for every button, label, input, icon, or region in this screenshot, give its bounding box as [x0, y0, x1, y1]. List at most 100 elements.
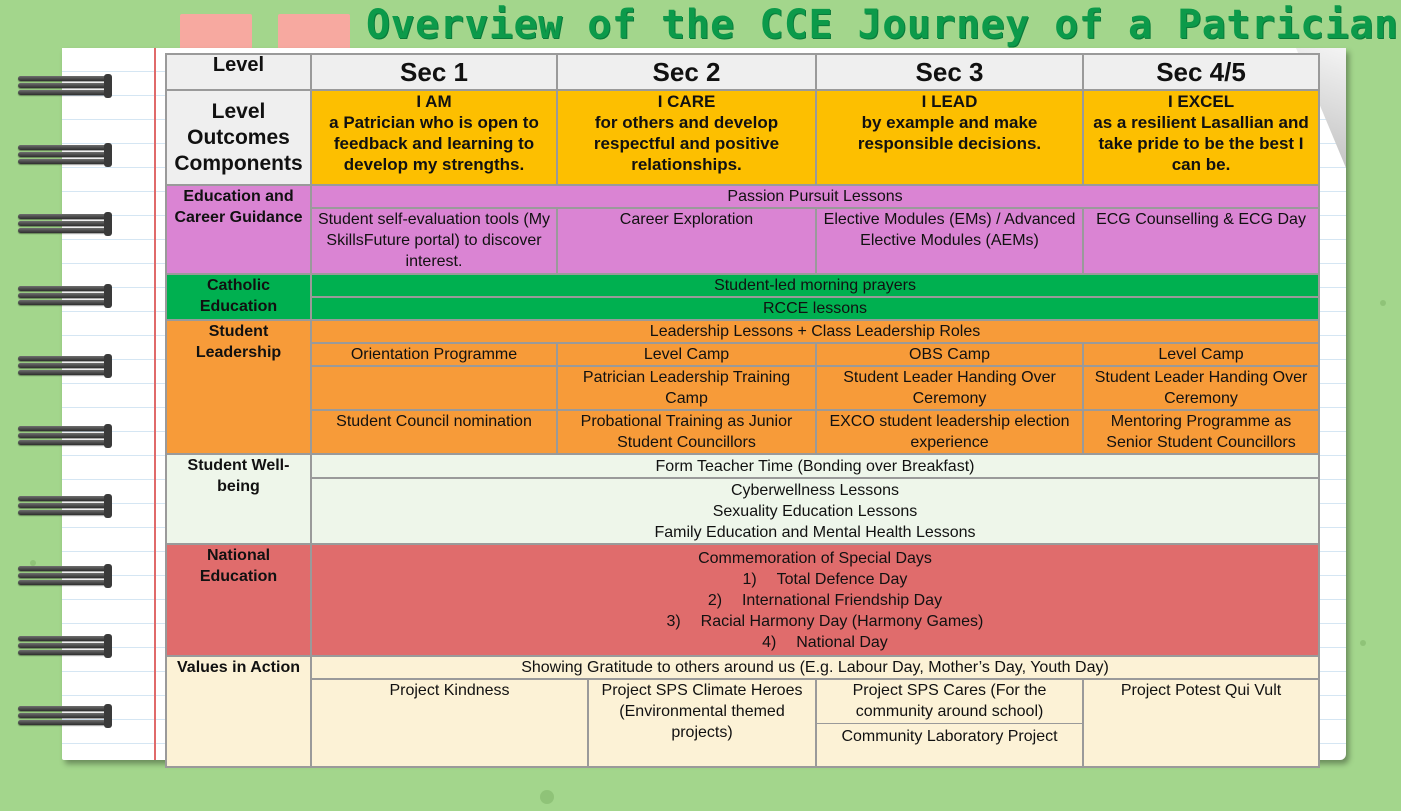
- values-climate-heroes: Project SPS Climate Heroes (Environmenta…: [586, 678, 818, 768]
- spiral-ring: [18, 564, 112, 588]
- background-dot: [540, 790, 554, 804]
- spiral-ring: [18, 74, 112, 98]
- wellbeing-row: Cyberwellness Lessons Sexuality Educatio…: [166, 477, 1321, 545]
- values-project-title: Community Laboratory Project: [841, 728, 1058, 745]
- outcome-text: for others and develop respectful and po…: [593, 113, 780, 174]
- values-sps-cares: Project SPS Cares (For the community aro…: [815, 678, 1085, 768]
- leadership-sec-3: OBS Camp: [815, 342, 1085, 367]
- outcome-heading: I AM: [416, 92, 452, 111]
- leadership-sec-45: Level Camp: [1082, 342, 1321, 367]
- ecg-sec-2: Career Exploration: [555, 207, 818, 275]
- leadership-sec-45: Mentoring Programme as Senior Student Co…: [1082, 409, 1321, 455]
- values-project-title: Project SPS Climate Heroes: [601, 682, 803, 699]
- ecg-sec-1: Student self-evaluation tools (My Skills…: [310, 207, 558, 275]
- outcomes-label: Level Outcomes Components: [165, 89, 312, 186]
- outcomes-row: Level Outcomes Components I AM a Patrici…: [165, 89, 1321, 186]
- pink-tab: [180, 14, 252, 50]
- pink-tab: [278, 14, 350, 50]
- outcome-sec-1: I AM a Patrician who is open to feedback…: [310, 89, 558, 186]
- catholic-row: Catholic Education Student-led morning p…: [165, 273, 1321, 321]
- values-row: Values in Action Showing Gratitude to ot…: [165, 655, 1321, 768]
- header-sec-1: Sec 1: [310, 53, 558, 91]
- ecg-span-cell: Passion Pursuit Lessons: [309, 184, 1321, 209]
- leadership-span-cell: Leadership Lessons + Class Leadership Ro…: [309, 319, 1321, 344]
- spiral-ring: [18, 212, 112, 236]
- leadership-label: Student Leadership: [165, 319, 312, 455]
- spiral-ring: [18, 494, 112, 518]
- wellbeing-ftt: Form Teacher Time (Bonding over Breakfas…: [309, 453, 1321, 479]
- header-sec-2: Sec 2: [555, 53, 818, 91]
- header-sec-45: Sec 4/5: [1082, 53, 1321, 91]
- ecg-sec-45: ECG Counselling & ECG Day: [1082, 207, 1321, 275]
- national-label: National Education: [165, 543, 312, 657]
- leadership-row: Patrician Leadership Training Camp Stude…: [166, 365, 1321, 411]
- spiral-ring: [18, 424, 112, 448]
- outcome-text: by example and make responsible decision…: [857, 113, 1042, 153]
- national-day-item: 4) National Day: [316, 632, 1314, 653]
- outcome-sec-3: I LEAD by example and make responsible d…: [815, 89, 1085, 186]
- header-sec-3: Sec 3: [815, 53, 1085, 91]
- wellbeing-row: Student Well-being Form Teacher Time (Bo…: [165, 453, 1321, 545]
- wellbeing-lessons: Cyberwellness Lessons Sexuality Educatio…: [309, 477, 1321, 545]
- list-number: 2): [707, 591, 723, 609]
- background-dot: [1360, 640, 1366, 646]
- header-level-label: Level: [165, 53, 312, 91]
- spiral-ring: [18, 143, 112, 167]
- values-row: Project Kindness Project SPS Climate Her…: [166, 678, 1321, 768]
- leadership-row: Student Leadership Leadership Lessons + …: [165, 319, 1321, 455]
- leadership-sec-1: Orientation Programme: [310, 342, 558, 367]
- national-row: National Education Commemoration of Spec…: [165, 543, 1321, 657]
- wellbeing-lesson: Cyberwellness Lessons: [730, 482, 900, 499]
- ecg-row: Education and Career Guidance Passion Pu…: [165, 184, 1321, 275]
- ecg-row: Student self-evaluation tools (My Skills…: [166, 207, 1321, 275]
- leadership-sec-2: Patrician Leadership Training Camp: [555, 365, 818, 411]
- day-name: Total Defence Day: [776, 570, 908, 588]
- wellbeing-lesson: Sexuality Education Lessons: [712, 503, 918, 520]
- leadership-sec-1: Student Council nomination: [310, 409, 558, 455]
- day-name: International Friendship Day: [741, 591, 943, 609]
- values-project-title: Project SPS Cares (For the community aro…: [818, 681, 1082, 724]
- leadership-sec-3: Student Leader Handing Over Ceremony: [815, 365, 1085, 411]
- day-name: National Day: [796, 633, 888, 651]
- values-potest-qui-vult: Project Potest Qui Vult: [1082, 678, 1321, 768]
- leadership-sec-2: Probational Training as Junior Student C…: [555, 409, 818, 455]
- ecg-sec-3: Elective Modules (EMs) / Advanced Electi…: [815, 207, 1085, 275]
- national-day-item: 2) International Friendship Day: [316, 590, 1314, 611]
- outcome-sec-2: I CARE for others and develop respectful…: [555, 89, 818, 186]
- outcomes-label-line: Components: [174, 151, 303, 175]
- catholic-prayers: Student-led morning prayers: [309, 273, 1321, 298]
- catholic-row: RCCE lessons: [166, 296, 1321, 321]
- ecg-label: Education and Career Guidance: [165, 184, 312, 275]
- leadership-sec-1: [310, 365, 558, 411]
- national-heading: Commemoration of Special Days: [698, 549, 932, 567]
- background-dot: [1380, 300, 1386, 306]
- national-day-item: 3) Racial Harmony Day (Harmony Games): [316, 611, 1314, 632]
- spiral-ring: [18, 634, 112, 658]
- outcomes-label-line: Outcomes: [187, 125, 290, 149]
- cce-journey-table: Level Sec 1 Sec 2 Sec 3 Sec 4/5 Level Ou…: [165, 53, 1321, 768]
- day-name: Racial Harmony Day (Harmony Games): [700, 612, 984, 630]
- outcome-text: as a resilient Lasallian and take pride …: [1093, 113, 1309, 174]
- values-label: Values in Action: [165, 655, 312, 768]
- background-dot: [30, 560, 36, 566]
- spiral-ring: [18, 704, 112, 728]
- catholic-label: Catholic Education: [165, 273, 312, 321]
- values-project-kindness: Project Kindness: [310, 678, 589, 768]
- outcome-sec-45: I EXCEL as a resilient Lasallian and tak…: [1082, 89, 1321, 186]
- catholic-rcce: RCCE lessons: [309, 296, 1321, 321]
- leadership-sec-3: EXCO student leadership election experie…: [815, 409, 1085, 455]
- outcome-heading: I EXCEL: [1167, 92, 1235, 111]
- page-title: Overview of the CCE Journey of a Patrici…: [366, 2, 1399, 48]
- leadership-sec-2: Level Camp: [555, 342, 818, 367]
- outcome-heading: I CARE: [657, 92, 716, 111]
- leadership-row: Student Council nomination Probational T…: [166, 409, 1321, 455]
- list-number: 3): [666, 612, 681, 630]
- national-days: Commemoration of Special Days 1)Total De…: [309, 543, 1321, 657]
- values-span-cell: Showing Gratitude to others around us (E…: [309, 655, 1321, 680]
- leadership-sec-45: Student Leader Handing Over Ceremony: [1082, 365, 1321, 411]
- leadership-row: Orientation Programme Level Camp OBS Cam…: [166, 342, 1321, 367]
- list-number: 4): [762, 633, 777, 651]
- outcomes-label-line: Level: [211, 99, 266, 123]
- spiral-ring: [18, 354, 112, 378]
- outcome-text: a Patrician who is open to feedback and …: [329, 113, 539, 174]
